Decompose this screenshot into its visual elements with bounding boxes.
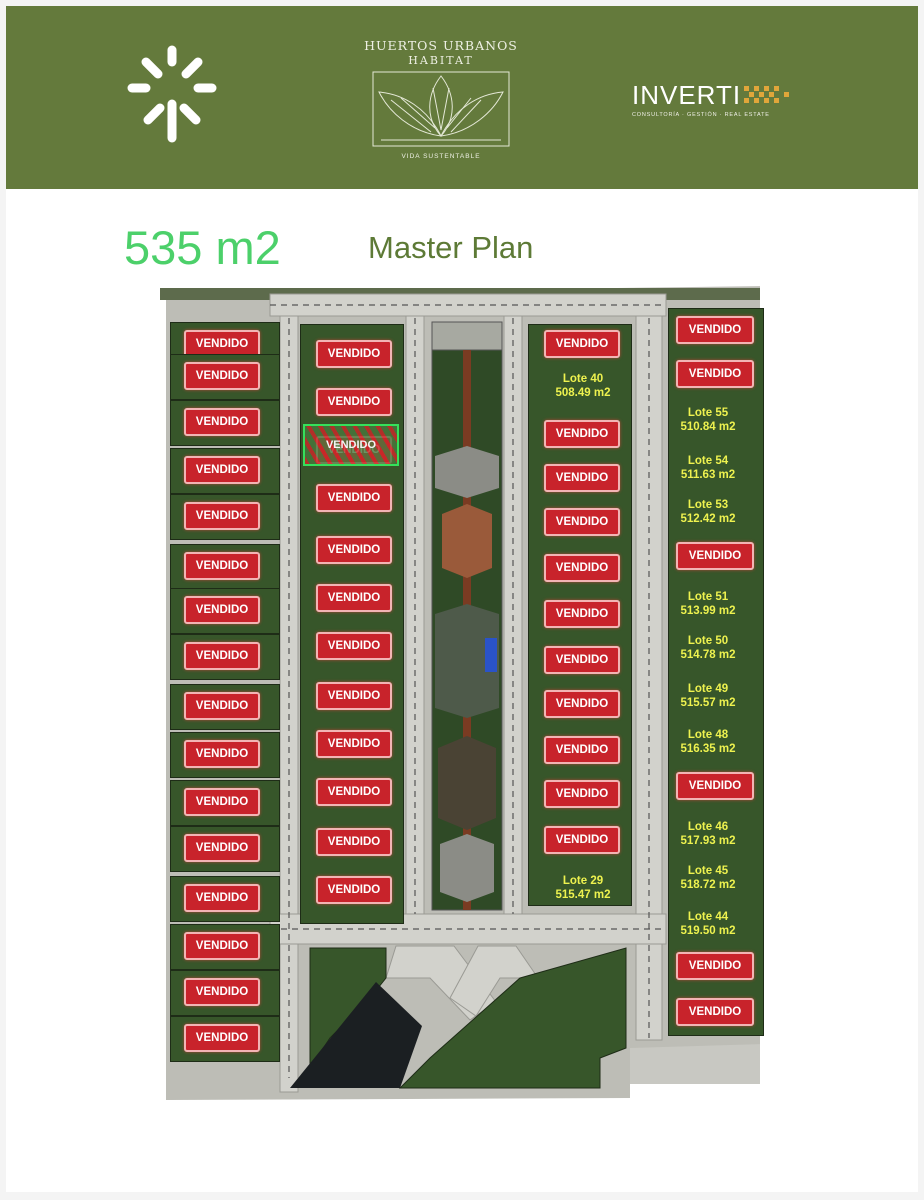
inverti-name: INVERTI	[632, 80, 742, 110]
available-lot-label: Lote 29 515.47 m2	[538, 874, 628, 902]
lot-number: Lote 29	[562, 875, 604, 887]
lot-area: 519.50 m2	[680, 925, 736, 937]
lot-area: 508.49 m2	[555, 387, 611, 399]
col2-sold-badge: VENDIDO	[316, 632, 392, 660]
col1-sold-badge: VENDIDO	[184, 362, 260, 390]
habitat-line1: HUERTOS URBANOS	[364, 38, 518, 53]
available-lot-label: Lote 49 515.57 m2	[668, 682, 748, 710]
lot-number: Lote 40	[562, 373, 604, 385]
lot-number: Lote 46	[687, 821, 729, 833]
lot-number: Lote 55	[687, 407, 729, 419]
inverti-logo: INVERTI CONSULTORÍA · GESTIÓN · REAL EST…	[632, 80, 789, 118]
lot-number: Lote 44	[687, 911, 729, 923]
selected-lot-highlight: VENDIDO	[303, 424, 399, 466]
lot-size-title: 535 m2	[124, 221, 281, 274]
col4-sold-badge: VENDIDO	[676, 998, 754, 1026]
available-lot-label: Lote 48 516.35 m2	[668, 728, 748, 756]
col1-sold-badge: VENDIDO	[184, 552, 260, 580]
col2-sold-badge: VENDIDO	[316, 828, 392, 856]
lot-area: 515.57 m2	[680, 697, 736, 709]
col1-sold-badge: VENDIDO	[184, 692, 260, 720]
col2-sold-badge: VENDIDO	[316, 484, 392, 512]
lot-number: Lote 54	[687, 455, 729, 467]
col1-sold-badge: VENDIDO	[184, 932, 260, 960]
lot	[668, 308, 764, 1036]
available-lot-label: Lote 53 512.42 m2	[668, 498, 748, 526]
lot-area: 515.47 m2	[555, 889, 611, 901]
inverti-subtitle: CONSULTORÍA · GESTIÓN · REAL ESTATE	[632, 112, 770, 118]
col1-sold-badge: VENDIDO	[184, 330, 260, 358]
col4-sold-badge: VENDIDO	[676, 772, 754, 800]
col2-sold-badge: VENDIDO	[316, 778, 392, 806]
col2-sold-badge: VENDIDO	[316, 730, 392, 758]
leaf-emblem-icon	[372, 71, 510, 147]
lot-area: 510.84 m2	[680, 421, 736, 433]
col4-sold-badge: VENDIDO	[676, 542, 754, 570]
col3-sold-badge: VENDIDO	[544, 554, 620, 582]
selected-lot-label: VENDIDO	[325, 439, 377, 451]
lot-number: Lote 48	[687, 729, 729, 741]
habitat-tagline: VIDA SUSTENTABLE	[401, 153, 481, 160]
lot-number: Lote 51	[687, 591, 729, 603]
col4-sold-badge: VENDIDO	[676, 952, 754, 980]
available-lot-label: Lote 54 511.63 m2	[668, 454, 748, 482]
lot-number: Lote 45	[687, 865, 729, 877]
col2-sold-badge: VENDIDO	[316, 536, 392, 564]
col3-sold-badge: VENDIDO	[544, 600, 620, 628]
master-plan-title: Master Plan	[368, 230, 534, 265]
available-lot-label: Lote 50 514.78 m2	[668, 634, 748, 662]
lot-number: Lote 53	[687, 499, 729, 511]
col1-sold-badge: VENDIDO	[184, 408, 260, 436]
col3-sold-badge: VENDIDO	[544, 736, 620, 764]
col1-sold-badge: VENDIDO	[184, 596, 260, 624]
lot-area: 513.99 m2	[680, 605, 736, 617]
col1-sold-badge: VENDIDO	[184, 834, 260, 862]
habitat-line2: HABITAT	[408, 54, 474, 67]
available-lot-label: Lote 55 510.84 m2	[668, 406, 748, 434]
available-lot-label: Lote 45 518.72 m2	[668, 864, 748, 892]
sun-logo-icon	[127, 45, 217, 143]
col1-sold-badge: VENDIDO	[184, 642, 260, 670]
col1-sold-badge: VENDIDO	[184, 740, 260, 768]
master-plan-map: VENDIDO VENDIDO VENDIDO VENDIDO VENDIDO VENDI…	[160, 278, 764, 1103]
available-lot-label: Lote 51 513.99 m2	[668, 590, 748, 618]
pixel-arrow-icon	[744, 86, 789, 103]
col3-sold-badge: VENDIDO	[544, 690, 620, 718]
col3-sold-badge: VENDIDO	[544, 646, 620, 674]
available-lot-label: Lote 46 517.93 m2	[668, 820, 748, 848]
lot-area: 517.93 m2	[680, 835, 736, 847]
col1-sold-badge: VENDIDO	[184, 884, 260, 912]
lot-area: 516.35 m2	[680, 743, 736, 755]
lot-area: 514.78 m2	[680, 649, 736, 661]
col2-sold-badge: VENDIDO	[316, 876, 392, 904]
lot-area: 518.72 m2	[680, 879, 736, 891]
col1-sold-badge: VENDIDO	[184, 456, 260, 484]
col1-sold-badge: VENDIDO	[184, 788, 260, 816]
available-lot-label: Lote 40 508.49 m2	[538, 372, 628, 400]
col2-sold-badge: VENDIDO	[316, 340, 392, 368]
col1-sold-badge: VENDIDO	[184, 978, 260, 1006]
col3-sold-badge: VENDIDO	[544, 330, 620, 358]
col3-sold-badge: VENDIDO	[544, 420, 620, 448]
lot-number: Lote 50	[687, 635, 729, 647]
lot-number: Lote 49	[687, 683, 729, 695]
col4-sold-badge: VENDIDO	[676, 360, 754, 388]
lot-area: 512.42 m2	[680, 513, 736, 525]
col3-sold-badge: VENDIDO	[544, 508, 620, 536]
col1-sold-badge: VENDIDO	[184, 1024, 260, 1052]
col2-sold-badge: VENDIDO	[316, 584, 392, 612]
col3-sold-badge: VENDIDO	[544, 780, 620, 808]
header-bar: HUERTOS URBANOS HABITAT VIDA SUSTENTABLE…	[6, 6, 918, 189]
col2-sold-badge: VENDIDO	[316, 682, 392, 710]
col4-sold-badge: VENDIDO	[676, 316, 754, 344]
available-lot-label: Lote 44 519.50 m2	[668, 910, 748, 938]
col3-sold-badge: VENDIDO	[544, 464, 620, 492]
lot-area: 511.63 m2	[680, 469, 736, 481]
col1-sold-badge: VENDIDO	[184, 502, 260, 530]
col3-sold-badge: VENDIDO	[544, 826, 620, 854]
huertos-habitat-logo: HUERTOS URBANOS HABITAT VIDA SUSTENTABLE	[361, 34, 521, 162]
col2-sold-badge: VENDIDO	[316, 388, 392, 416]
